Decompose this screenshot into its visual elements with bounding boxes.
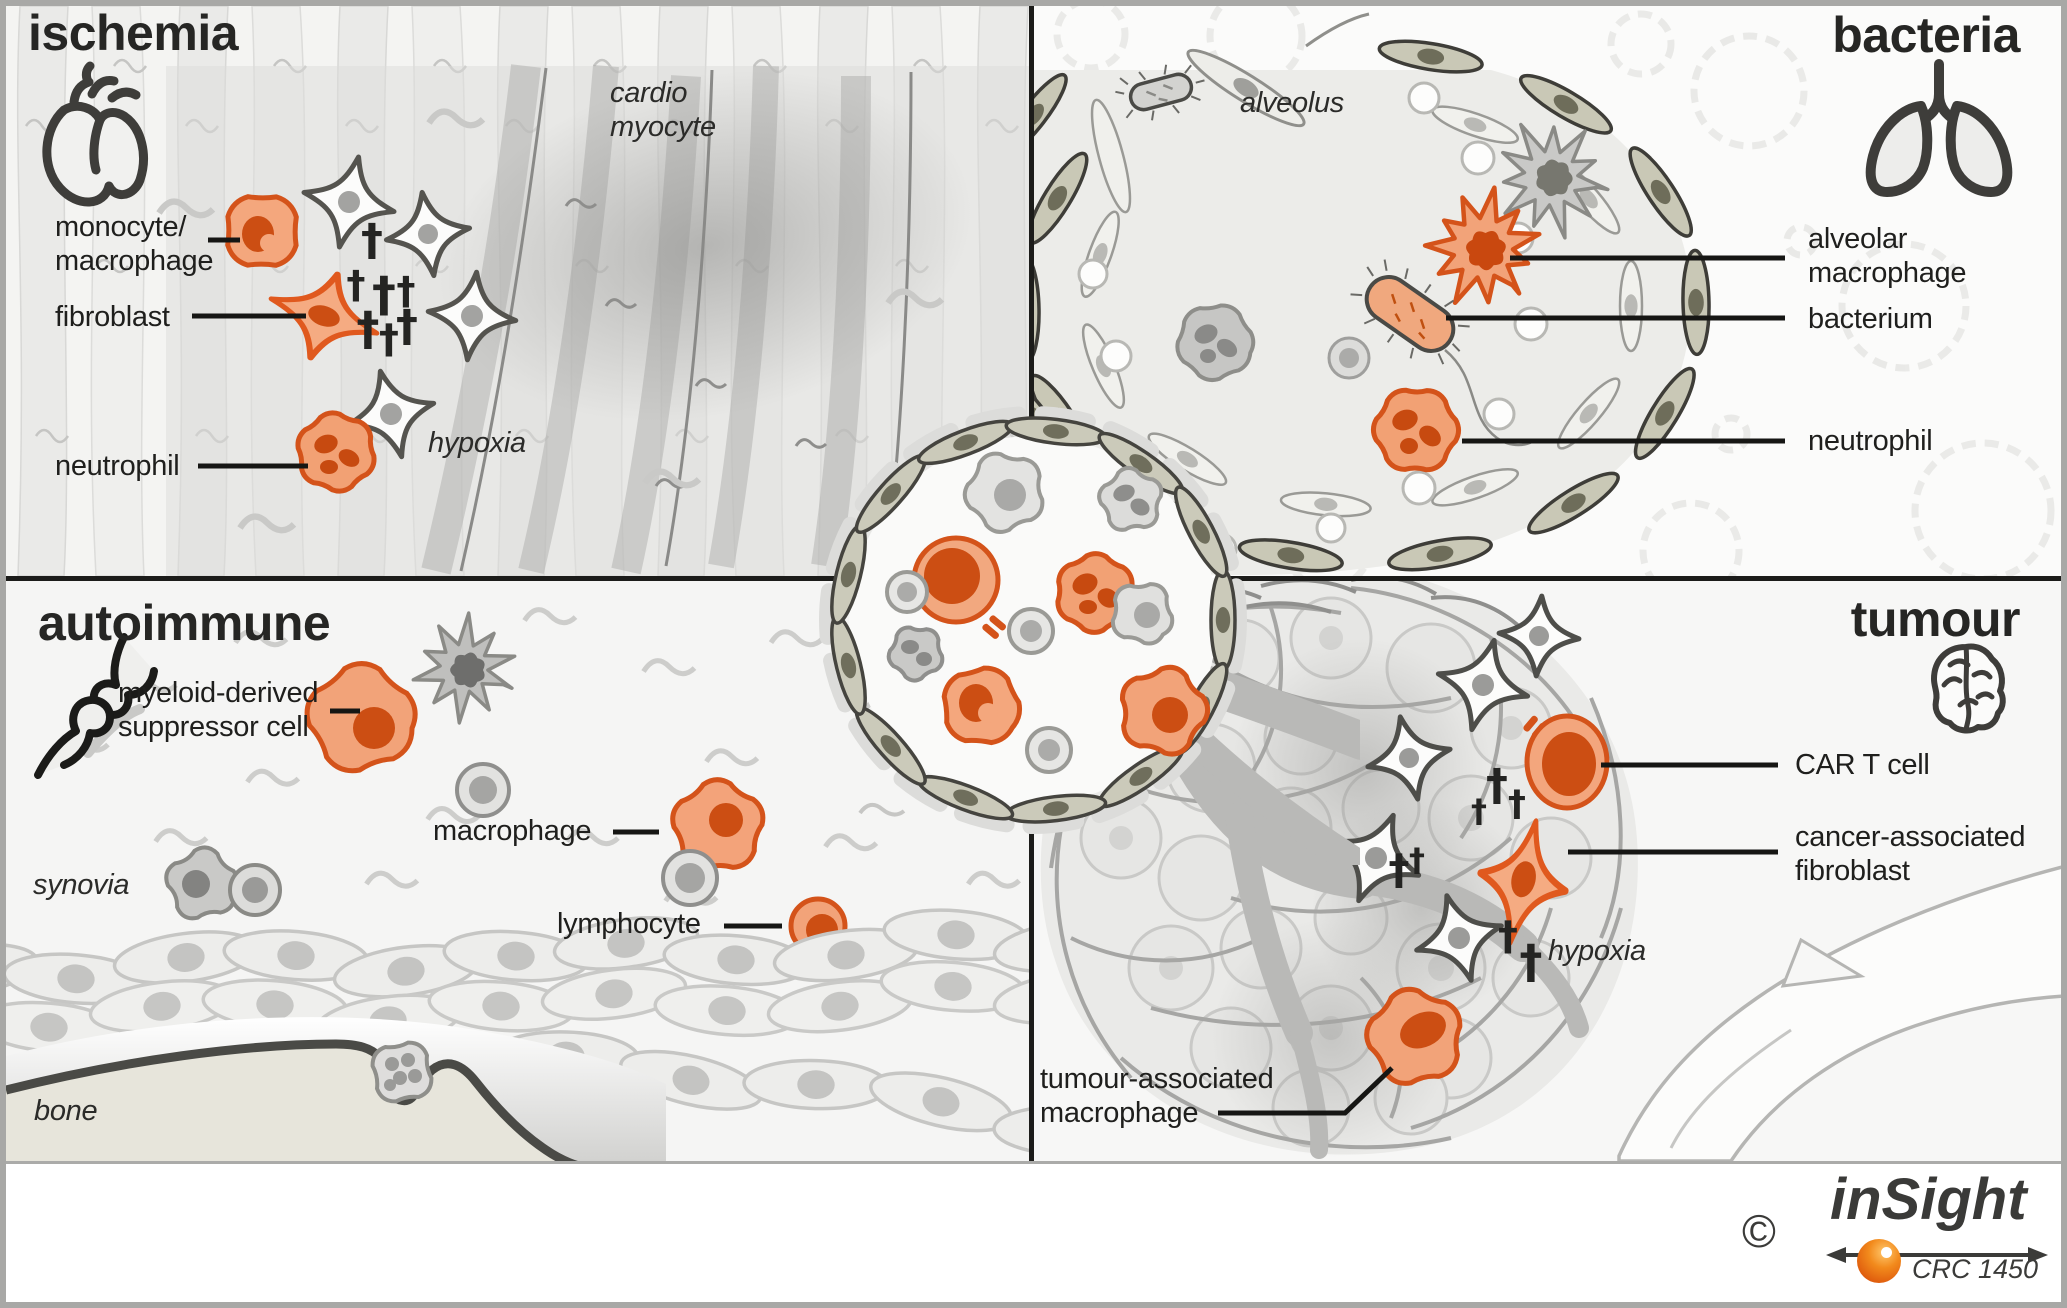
label-bacterium: bacterium [1808, 303, 1933, 335]
annotation-hypoxia-tumour: hypoxia [1548, 935, 1646, 967]
annotation-synovia: synovia [33, 869, 130, 901]
sphere-highlight [1881, 1247, 1892, 1258]
dendritic-cell [411, 611, 517, 725]
gray-neutrophil-cell [1175, 303, 1256, 383]
bacteria-neutrophil-cell [1370, 387, 1462, 473]
copyright-symbol: © [1742, 1205, 1776, 1257]
label-fibroblast: fibroblast [55, 301, 170, 333]
label-car-t-cell: CAR T cell [1795, 749, 1930, 781]
label-mdsc: myeloid-derived suppressor cell [118, 677, 319, 743]
osteoclast-cell [370, 1040, 434, 1104]
tumour-associated-macrophage-cell [1364, 986, 1463, 1086]
label-alveolar-macrophage: alveolar macrophage [1808, 223, 1967, 289]
joint-icon [34, 633, 158, 779]
heart-icon [42, 61, 148, 207]
panel-bacteria [1031, 6, 2061, 576]
ischemia-title: ischemia [28, 5, 239, 61]
gray-bacterium [1115, 64, 1205, 121]
synovial-membrane-row [6, 959, 1029, 1054]
label-cancer-associated-fibroblast: cancer-associated fibroblast [1795, 821, 2026, 887]
alveolar-macrophage-cell [1422, 185, 1542, 306]
annotation-bone: bone [34, 1095, 98, 1127]
bacteria-illustration [1031, 6, 2061, 576]
label-tumour-associated-macrophage: tumour-associated macrophage [1040, 1063, 1274, 1129]
stretched-epithelial-cell [1090, 12, 1370, 214]
dendritic-cell [1501, 122, 1610, 240]
footer-strip [6, 1161, 2061, 1305]
orange-sphere-icon [1857, 1239, 1901, 1283]
annotation-hypoxia-ischemia: hypoxia [428, 427, 526, 459]
divider-vertical-bottom [1029, 822, 1034, 1161]
panel-ischemia [6, 6, 1029, 576]
fibroblast-cell [268, 271, 380, 361]
ischemia-neutrophil-cell [295, 410, 377, 494]
gray-lymphocyte [455, 762, 511, 818]
brain-icon [1931, 643, 2006, 734]
label-monocyte-macrophage: monocyte/ macrophage [55, 211, 214, 277]
bacteria-title: bacteria [1832, 7, 2020, 63]
autoimmune-title: autoimmune [38, 595, 331, 651]
car-t-cell [1523, 713, 1610, 811]
white-vessel [1617, 865, 2061, 1161]
cancer-associated-fibroblast-cell [1477, 818, 1569, 946]
autoimmune-illustration [6, 578, 1029, 1161]
dying-cardiomyocyte-cells [301, 154, 519, 460]
annotation-alveolus: alveolus [1240, 87, 1344, 119]
monocyte-in-wall [1327, 336, 1371, 380]
gray-lymphocyte [661, 849, 719, 907]
monocyte-cell [225, 194, 299, 268]
mdsc-cell [304, 661, 418, 774]
divider-horizontal-right [1230, 576, 2061, 581]
bacterium-cell [1350, 259, 1536, 447]
bone-mass [6, 1044, 566, 1161]
label-neutrophil-ischemia: neutrophil [55, 450, 180, 482]
label-lymphocyte: lymphocyte [557, 908, 701, 940]
annotation-cardio-myocyte: cardio myocyte [610, 77, 716, 143]
insight-logo-text: inSight [1830, 1167, 2027, 1232]
ischemia-illustration [6, 6, 1029, 576]
tumour-title: tumour [1850, 591, 2021, 647]
label-neutrophil-bacteria: neutrophil [1808, 425, 1933, 457]
divider-vertical-top [1029, 6, 1034, 420]
gray-macrophage-pair [164, 845, 282, 921]
panel-autoimmune [6, 578, 1029, 1161]
divider-horizontal-left [6, 576, 836, 581]
crc-1450-text: CRC 1450 [1912, 1254, 2039, 1284]
label-macrophage-autoimmune: macrophage [433, 815, 592, 847]
lungs-icon [1865, 59, 2013, 197]
synovial-membrane-row [6, 908, 1029, 1006]
